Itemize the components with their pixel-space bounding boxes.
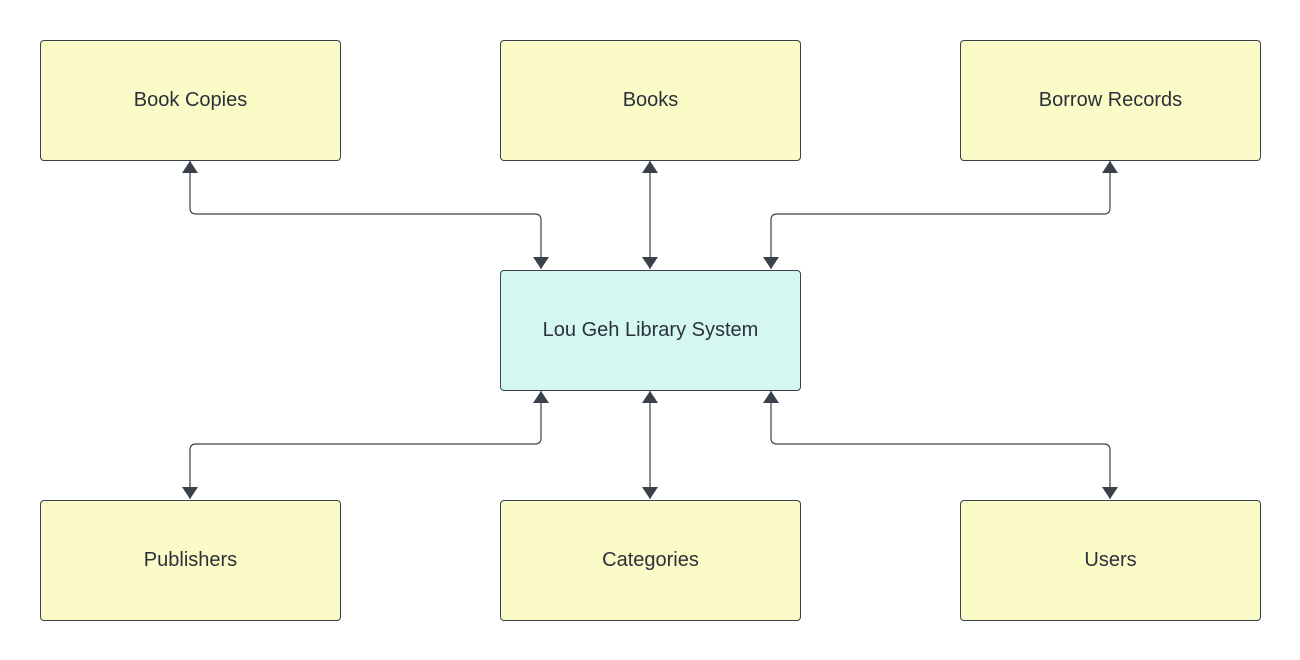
node-users-label: Users bbox=[1084, 549, 1137, 571]
node-book-copies-label: Book Copies bbox=[133, 89, 248, 111]
node-categories[interactable]: Categories bbox=[500, 500, 801, 621]
node-books[interactable]: Books bbox=[500, 40, 801, 161]
connector-borrow-records bbox=[763, 161, 1118, 269]
node-publishers[interactable]: Publishers bbox=[40, 500, 341, 621]
connector-book-copies bbox=[182, 161, 549, 269]
node-book-copies[interactable]: Book Copies bbox=[40, 40, 341, 161]
node-borrow-records[interactable]: Borrow Records bbox=[960, 40, 1261, 161]
node-publishers-label: Publishers bbox=[143, 549, 238, 571]
connector-users bbox=[763, 391, 1118, 499]
node-borrow-records-label: Borrow Records bbox=[1038, 89, 1183, 111]
node-categories-label: Categories bbox=[602, 549, 699, 571]
node-library-system[interactable]: Lou Geh Library System bbox=[500, 270, 801, 391]
node-library-system-label: Lou Geh Library System bbox=[542, 319, 759, 341]
connector-publishers bbox=[182, 391, 549, 499]
node-books-label: Books bbox=[622, 89, 679, 111]
node-users[interactable]: Users bbox=[960, 500, 1261, 621]
